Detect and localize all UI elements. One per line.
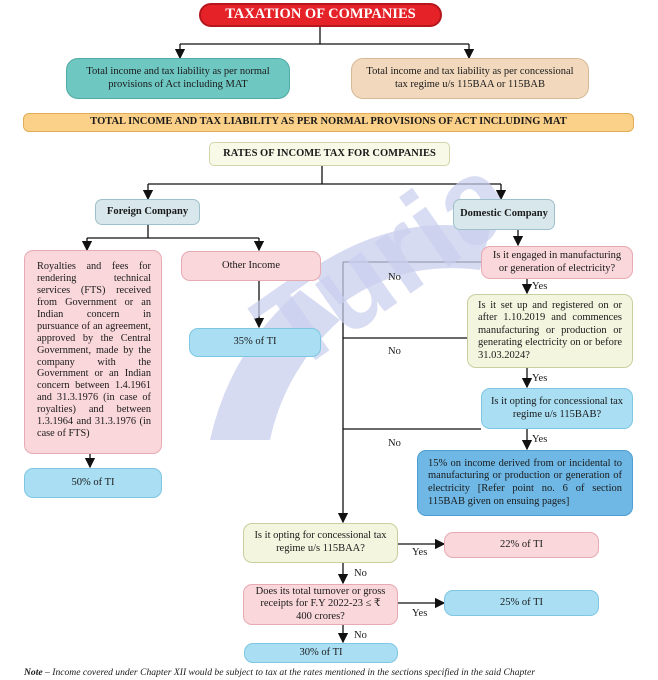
no-label-q3: No	[388, 438, 401, 449]
note-label: Note	[24, 667, 43, 678]
normal-provisions-banner: TOTAL INCOME AND TAX LIABILITY AS PER NO…	[23, 113, 634, 132]
yes-label-q2: Yes	[532, 373, 548, 384]
yes-label-q3: Yes	[532, 434, 548, 445]
turnover-question: Does its total turnover or gross receipt…	[243, 584, 398, 625]
manufacturing-question: Is it engaged in manufacturing or genera…	[481, 246, 633, 279]
115baa-rate-result: 22% of TI	[444, 532, 599, 558]
no-label-q1: No	[388, 272, 401, 283]
yes-label-q1: Yes	[532, 281, 548, 292]
royalty-rate-result: 50% of TI	[24, 468, 162, 498]
other-income-box: Other Income	[181, 251, 321, 281]
page-title: TAXATION OF COMPANIES	[199, 3, 442, 27]
115bab-rate-result: 15% on income derived from or incidental…	[417, 450, 633, 516]
domestic-company-node: Domestic Company	[453, 199, 555, 230]
no-label-q2: No	[388, 346, 401, 357]
footnote: Note – Income covered under Chapter XII …	[24, 667, 644, 678]
yes-label-q4: Yes	[412, 547, 428, 558]
royalties-fts-box: Royalties and fees for rendering technic…	[24, 250, 162, 454]
rates-heading: RATES OF INCOME TAX FOR COMPANIES	[209, 142, 450, 166]
opting-115bab-question: Is it opting for concessional tax regime…	[481, 388, 633, 429]
30-percent-result: 30% of TI	[244, 643, 398, 663]
no-label-q4: No	[354, 568, 367, 579]
no-label-q5: No	[354, 630, 367, 641]
25-percent-result: 25% of TI	[444, 590, 599, 616]
note-text: – Income covered under Chapter XII would…	[42, 667, 535, 678]
opting-115baa-question: Is it opting for concessional tax regime…	[243, 523, 398, 563]
yes-label-q5: Yes	[412, 608, 428, 619]
concessional-regime-box: Total income and tax liability as per co…	[351, 58, 589, 99]
registration-date-question: Is it set up and registered on or after …	[467, 294, 633, 368]
normal-provisions-box: Total income and tax liability as per no…	[66, 58, 290, 99]
other-income-rate-result: 35% of TI	[189, 328, 321, 357]
foreign-company-node: Foreign Company	[95, 199, 200, 225]
